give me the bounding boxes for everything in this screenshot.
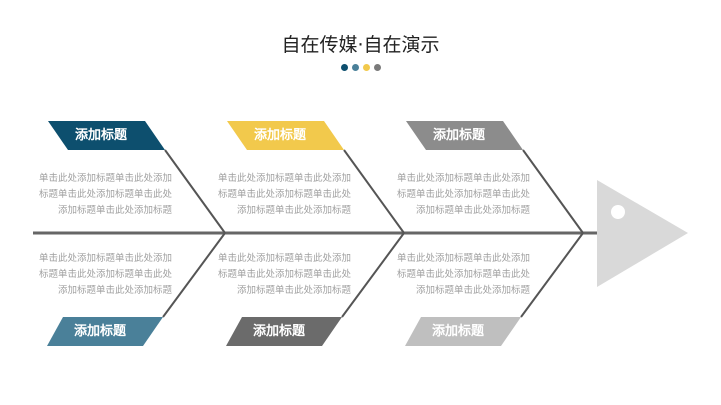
- text-line: 标题单击此处添加标题单击此处: [217, 189, 351, 200]
- text-line: 添加标题单击此处添加标题: [415, 285, 530, 296]
- top-bone-line: [164, 149, 226, 234]
- bottom-label-3[interactable]: 添加标题: [431, 324, 484, 339]
- text-line: 单击此处添加标题单击此处添加: [396, 173, 530, 184]
- title-dot: [352, 64, 359, 71]
- top-text-2[interactable]: 单击此处添加标题单击此处添加标题单击此处添加标题单击此处添加标题单击此处添加标题: [211, 171, 351, 219]
- bottom-bone-line: [520, 232, 584, 318]
- text-line: 添加标题单击此处添加标题: [57, 285, 172, 296]
- bottom-label-shape: [405, 317, 521, 346]
- bottom-text-2[interactable]: 单击此处添加标题单击此处添加标题单击此处添加标题单击此处添加标题单击此处添加标题: [211, 251, 351, 299]
- bottom-bone-line: [341, 232, 405, 318]
- text-line: 标题单击此处添加标题单击此处: [396, 269, 530, 280]
- text-line: 标题单击此处添加标题单击此处: [38, 269, 172, 280]
- title-dot: [341, 64, 348, 71]
- bottom-text-3[interactable]: 单击此处添加标题单击此处添加标题单击此处添加标题单击此处添加标题单击此处添加标题: [390, 251, 530, 299]
- bottom-label-2[interactable]: 添加标题: [252, 324, 305, 339]
- top-label-shape: [48, 121, 165, 150]
- text-line: 标题单击此处添加标题单击此处: [217, 269, 351, 280]
- text-line: 添加标题单击此处添加标题: [415, 205, 530, 216]
- top-label-1[interactable]: 添加标题: [74, 128, 127, 143]
- slide-title: 自在传媒·自在演示: [281, 34, 440, 56]
- bottom-label-shape: [226, 317, 342, 346]
- text-line: 单击此处添加标题单击此处添加: [217, 173, 351, 184]
- text-line: 添加标题单击此处添加标题: [57, 205, 172, 216]
- bottom-text-1[interactable]: 单击此处添加标题单击此处添加标题单击此处添加标题单击此处添加标题单击此处添加标题: [32, 251, 172, 299]
- fish-eye: [611, 205, 625, 219]
- top-label-shape: [227, 121, 344, 150]
- text-line: 标题单击此处添加标题单击此处: [396, 189, 530, 200]
- bottom-label-1[interactable]: 添加标题: [73, 324, 126, 339]
- text-line: 添加标题单击此处添加标题: [236, 205, 351, 216]
- top-label-2[interactable]: 添加标题: [253, 128, 306, 143]
- bottom-label-shape: [47, 317, 163, 346]
- top-bone-line: [522, 149, 584, 234]
- text-line: 单击此处添加标题单击此处添加: [396, 253, 530, 264]
- top-text-3[interactable]: 单击此处添加标题单击此处添加标题单击此处添加标题单击此处添加标题单击此处添加标题: [390, 171, 530, 219]
- top-bone-line: [343, 149, 405, 234]
- top-label-3[interactable]: 添加标题: [432, 128, 485, 143]
- title-dot: [363, 64, 370, 71]
- top-text-1[interactable]: 单击此处添加标题单击此处添加标题单击此处添加标题单击此处添加标题单击此处添加标题: [32, 171, 172, 219]
- text-line: 单击此处添加标题单击此处添加: [38, 253, 172, 264]
- text-line: 单击此处添加标题单击此处添加: [217, 253, 351, 264]
- text-line: 单击此处添加标题单击此处添加: [38, 173, 172, 184]
- bottom-bone-line: [162, 232, 226, 318]
- top-label-shape: [406, 121, 523, 150]
- fish-head: [597, 180, 688, 287]
- text-line: 添加标题单击此处添加标题: [236, 285, 351, 296]
- text-line: 标题单击此处添加标题单击此处: [38, 189, 172, 200]
- title-dot: [374, 64, 381, 71]
